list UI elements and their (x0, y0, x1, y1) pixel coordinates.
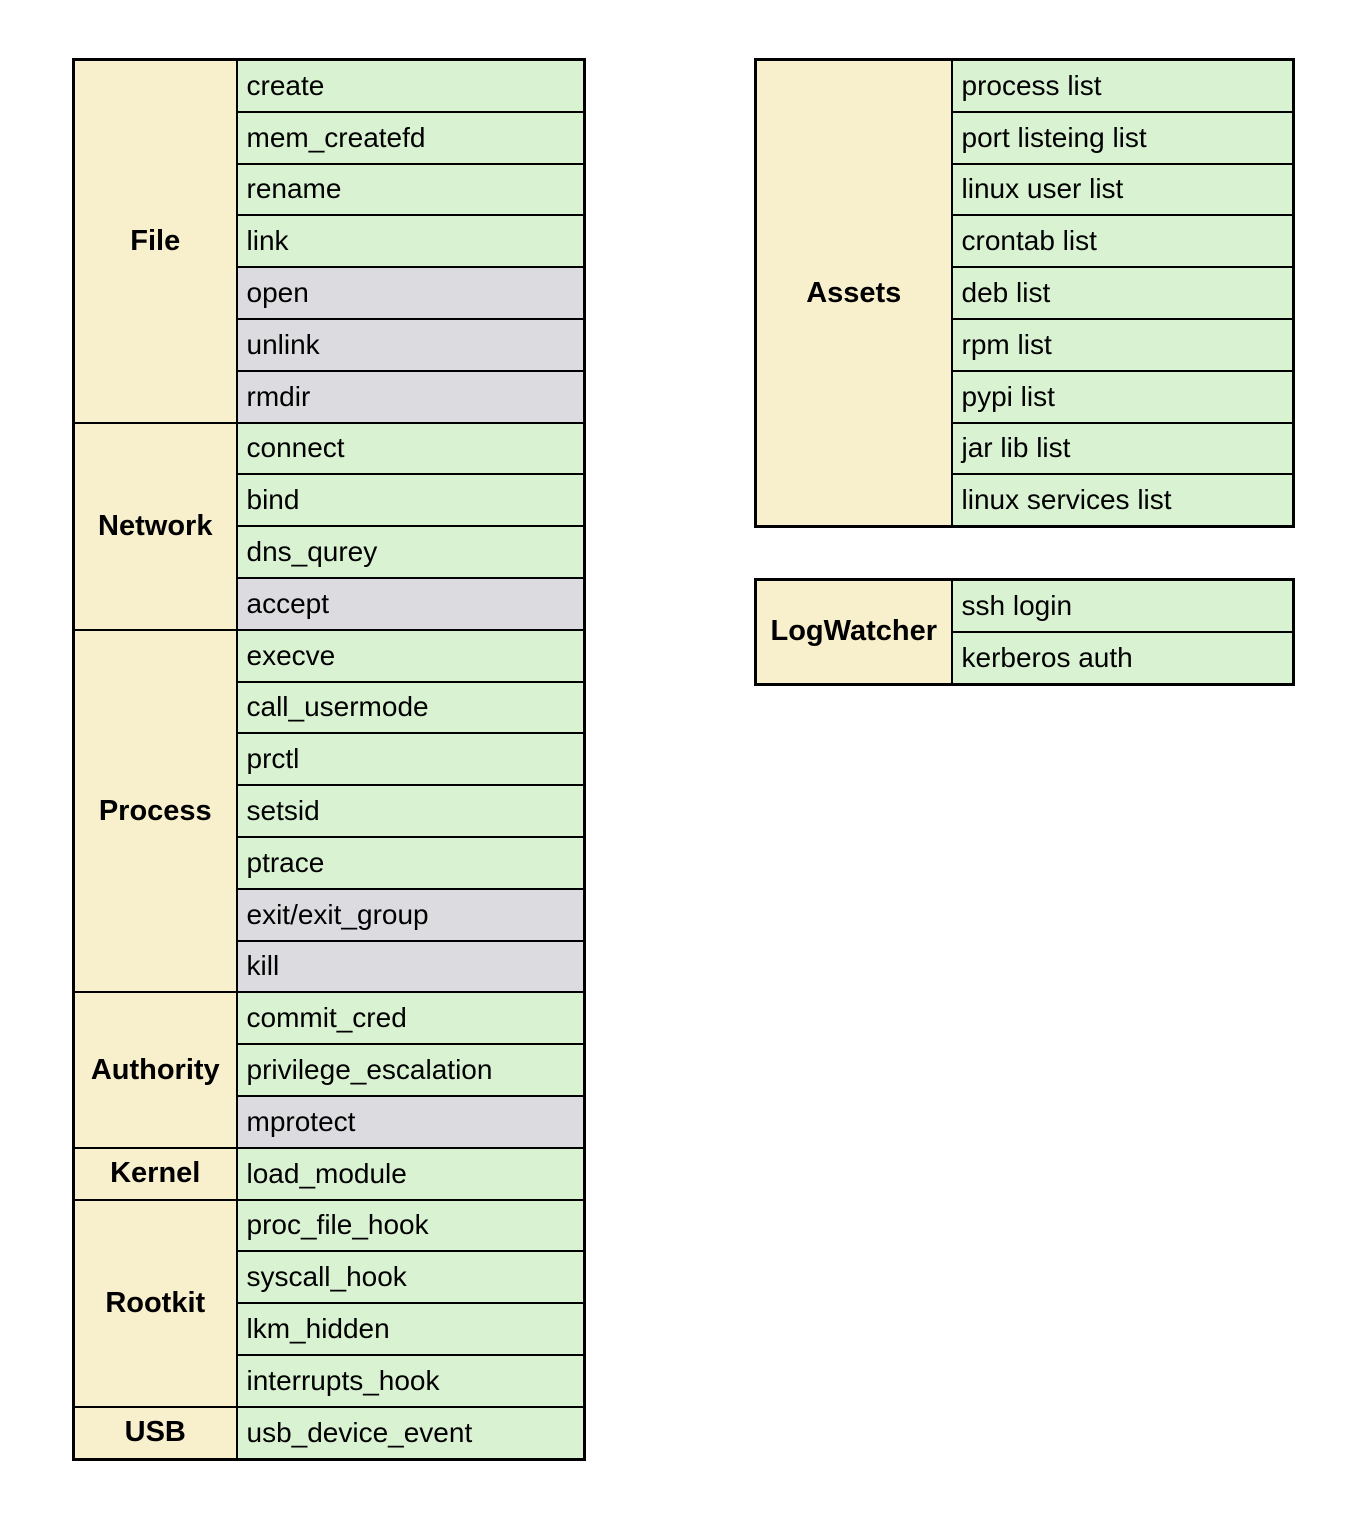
asset-rpm-list: rpm list (950, 317, 1295, 372)
table-row: privilege_escalation (74, 1043, 586, 1097)
table-row: linux user list (756, 162, 1295, 217)
table-row: interrupts_hook (74, 1353, 586, 1408)
event-connect: connect (235, 421, 586, 476)
asset-crontab-list: crontab list (950, 214, 1295, 269)
event-commit-cred: commit_cred (235, 991, 586, 1046)
table-row: Rootkit proc_file_hook (72, 1198, 586, 1408)
category-file: File (72, 58, 238, 424)
table-row: Process execve (72, 628, 586, 994)
event-prctl: prctl (235, 732, 586, 787)
event-exit-exit-group: exit/exit_group (235, 887, 586, 942)
event-accept: accept (235, 576, 586, 631)
table-row: jar lib list (756, 421, 1295, 476)
table-row: exit/exit_group (74, 887, 586, 942)
table-row: File create (72, 58, 586, 424)
event-unlink: unlink (235, 317, 586, 372)
table-row: unlink (74, 317, 586, 372)
event-execve: execve (235, 628, 586, 683)
category-assets: Assets (754, 58, 953, 528)
table-row: dns_qurey (74, 525, 586, 579)
asset-deb-list: deb list (950, 266, 1295, 320)
event-open: open (235, 266, 586, 320)
event-usb-device-event: usb_device_event (235, 1405, 586, 1461)
table-row: kerberos auth (756, 630, 1295, 686)
table-row: mprotect (74, 1094, 586, 1149)
event-dns-qurey: dns_qurey (235, 525, 586, 579)
table-row: LogWatcher ssh login (754, 578, 1295, 686)
table-row: link (74, 214, 586, 269)
table-row: Assets process list (754, 58, 1295, 528)
category-kernel: Kernel (72, 1146, 238, 1201)
event-ptrace: ptrace (235, 835, 586, 890)
asset-process-list: process list (950, 58, 1295, 113)
table-row: kill (74, 939, 586, 994)
table-row: rpm list (756, 317, 1295, 372)
event-rename: rename (235, 162, 586, 217)
table-row: prctl (74, 732, 586, 787)
asset-jar-lib-list: jar lib list (950, 421, 1295, 476)
asset-pypi-list: pypi list (950, 369, 1295, 424)
table-row: crontab list (756, 214, 1295, 269)
category-authority: Authority (72, 991, 238, 1149)
category-rootkit: Rootkit (72, 1198, 238, 1408)
assets-table: Assets process list port listeing list l… (754, 58, 1295, 529)
table-row: deb list (756, 266, 1295, 320)
logwatcher-kerberos-auth: kerberos auth (950, 630, 1295, 686)
event-create: create (235, 58, 586, 113)
table-row: Network connect (72, 421, 586, 631)
event-interrupts-hook: interrupts_hook (235, 1353, 586, 1408)
category-usb: USB (72, 1405, 238, 1461)
hooks-events-table: File create mem_createfd rename link ope… (72, 58, 586, 1461)
table-row: pypi list (756, 369, 1295, 424)
event-call-usermode: call_usermode (235, 680, 586, 735)
asset-linux-user-list: linux user list (950, 162, 1295, 217)
table-row: open (74, 266, 586, 320)
table-row: mem_createfd (74, 110, 586, 165)
table-row: bind (74, 473, 586, 528)
logwatcher-table: LogWatcher ssh login kerberos auth (754, 578, 1295, 686)
table-row: ptrace (74, 835, 586, 890)
category-process: Process (72, 628, 238, 994)
table-row: rmdir (74, 369, 586, 424)
asset-linux-services-list: linux services list (950, 473, 1295, 528)
table-row: port listeing list (756, 110, 1295, 165)
event-kill: kill (235, 939, 586, 994)
event-link: link (235, 214, 586, 269)
event-syscall-hook: syscall_hook (235, 1250, 586, 1305)
table-row: accept (74, 576, 586, 631)
event-privilege-escalation: privilege_escalation (235, 1043, 586, 1097)
asset-port-listeing-list: port listeing list (950, 110, 1295, 165)
table-row: linux services list (756, 473, 1295, 528)
table-row: call_usermode (74, 680, 586, 735)
table-row: Kernel load_module (72, 1146, 586, 1201)
table-row: syscall_hook (74, 1250, 586, 1305)
table-row: lkm_hidden (74, 1302, 586, 1356)
event-lkm-hidden: lkm_hidden (235, 1302, 586, 1356)
logwatcher-ssh-login: ssh login (950, 578, 1295, 633)
table-row: setsid (74, 784, 586, 838)
table-row: rename (74, 162, 586, 217)
event-setsid: setsid (235, 784, 586, 838)
category-logwatcher: LogWatcher (754, 578, 953, 686)
event-rmdir: rmdir (235, 369, 586, 424)
event-load-module: load_module (235, 1146, 586, 1201)
event-mprotect: mprotect (235, 1094, 586, 1149)
category-network: Network (72, 421, 238, 631)
table-row: Authority commit_cred (72, 991, 586, 1149)
event-bind: bind (235, 473, 586, 528)
event-proc-file-hook: proc_file_hook (235, 1198, 586, 1253)
table-row: USB usb_device_event (72, 1405, 586, 1461)
event-mem-createfd: mem_createfd (235, 110, 586, 165)
